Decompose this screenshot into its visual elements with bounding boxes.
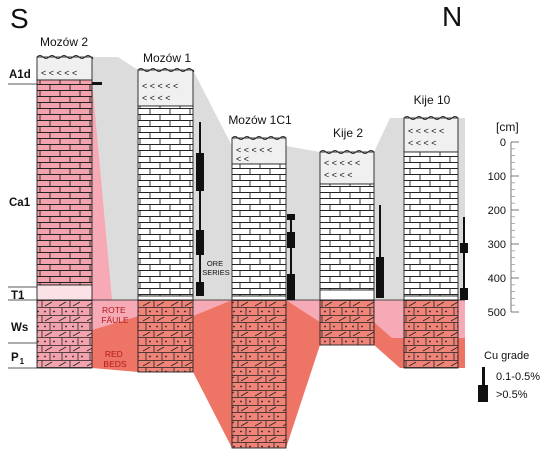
scale-tick-label: 0 — [500, 137, 506, 149]
column-kije-10 — [403, 117, 459, 369]
column-title-mozow-1c1: Mozów 1C1 — [228, 113, 292, 127]
direction-north: N — [442, 1, 462, 32]
scale-tick-label: 500 — [488, 307, 506, 319]
scale-tick-label: 300 — [488, 239, 506, 251]
scale-tick-label: 400 — [488, 273, 506, 285]
scale-tick-label: 100 — [488, 171, 506, 183]
legend-item-thin-label: 0.1-0.5% — [496, 371, 540, 383]
unit-label-ca1: Ca1 — [9, 197, 31, 209]
legend-title: Cu grade — [484, 350, 529, 362]
svg-text:< < < < <: < < < < < — [324, 158, 360, 168]
direction-south: S — [10, 3, 29, 34]
anhydrite-chevrons: < < < < < < < < < < < < < < < < < < < < … — [41, 68, 444, 180]
svg-text:< < < <: < < < < — [324, 170, 353, 180]
legend-thick-bar — [478, 385, 488, 402]
unit-label-a1d: A1d — [9, 69, 31, 81]
column-title-kije-10: Kije 10 — [414, 93, 451, 107]
unit-label-ws: Ws — [11, 322, 28, 334]
svg-text:< < < < <: < < < < < — [408, 126, 444, 136]
depth-scale: 0 100 200 300 400 500 — [488, 137, 519, 319]
surface-wavy-lines — [36, 55, 459, 154]
unit-label-t1: T1 — [11, 290, 25, 302]
scale-tick-label: 200 — [488, 205, 506, 217]
cu-grade-bars — [92, 82, 468, 300]
svg-text:< < < <: < < < < — [142, 93, 171, 103]
column-title-kije-2: Kije 2 — [333, 126, 363, 140]
svg-text:< < < < <: < < < < < — [236, 145, 272, 155]
unit-label-p: P1 — [11, 352, 25, 366]
column-title-mozow-2: Mozów 2 — [40, 35, 88, 49]
column-mozow-1c1 — [231, 137, 287, 449]
svg-text:< < < <: < < < < — [408, 138, 437, 148]
svg-text:< < < < <: < < < < < — [41, 68, 77, 78]
zone-red-beds: RED BEDS — [103, 349, 126, 369]
legend-thin-bar — [482, 367, 485, 386]
column-kije-2 — [319, 151, 375, 346]
boundary-lines — [8, 83, 465, 369]
svg-text:< < < < <: < < < < < — [142, 81, 178, 91]
column-mozow-1 — [137, 69, 194, 373]
svg-text:< <: < < — [236, 154, 249, 164]
legend-item-thick-label: >0.5% — [496, 389, 528, 401]
column-mozow-2 — [36, 56, 93, 369]
column-title-mozow-1: Mozów 1 — [143, 51, 191, 65]
legend-symbols — [478, 367, 488, 402]
zone-ore-series: ORE SERIES — [202, 259, 230, 277]
scale-unit-label: [cm] — [496, 120, 519, 134]
zone-rote-faule: ROTE FÄULE — [101, 305, 129, 325]
